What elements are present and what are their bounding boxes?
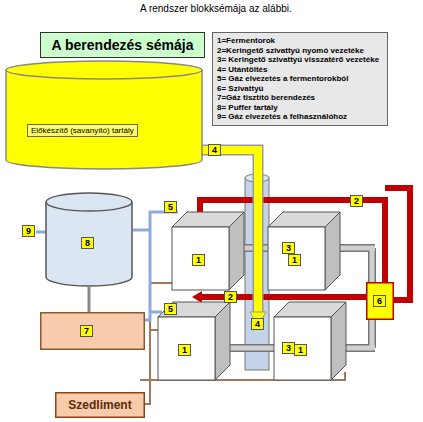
callout-number: 2 [350, 195, 363, 207]
preparation-tank: Előkészítő (savanyító) tartály [5, 60, 203, 170]
sediment-box: Szedliment [55, 392, 145, 418]
legend-text: 1=Fermentorok [217, 36, 275, 45]
callout-number: 1 [294, 344, 307, 356]
callout-number: 5 [164, 201, 177, 213]
callout-number: 1 [178, 344, 191, 356]
callout-number: 2 [224, 291, 237, 303]
node-label: Előkészítő (savanyító) tartály [27, 124, 138, 137]
pipe-connector [89, 287, 90, 312]
legend-text: 7=Gáz tisztító berendezés [217, 93, 315, 102]
cylinder-outline [5, 60, 203, 170]
gas-cleaner: 7 [40, 312, 145, 350]
legend-box: 1=Fermentorok2=Keringető szivattyú nyomó… [212, 32, 388, 126]
fermenter-cube [268, 212, 340, 290]
legend-text: 5= Gáz elvezetés a fermentorokból [217, 74, 348, 83]
fermenter-cube [172, 212, 244, 290]
legend-text: 4= Utántöltés [217, 65, 267, 74]
callout-number: 9 [22, 225, 35, 237]
legend-row: 6= Szivattyú [217, 84, 383, 94]
legend-row: 8= Puffer tartály [217, 103, 383, 113]
legend-row: 9= Gáz elvezetés a felhasználóhoz [217, 112, 383, 122]
fermenter-cube [274, 302, 346, 380]
callout-number: 4 [208, 144, 221, 156]
title-box: A berendezés sémája [40, 32, 205, 58]
fermenter: 1 [274, 302, 346, 380]
callout-number: 7 [80, 325, 93, 337]
pump: 6 [366, 282, 394, 320]
legend-row: 2=Keringető szivattyú nyomó vezetéke [217, 46, 383, 56]
legend-text: 6= Szivattyú [217, 84, 263, 93]
legend-row: 4= Utántöltés [217, 65, 383, 75]
legend-row: 5= Gáz elvezetés a fermentorokból [217, 74, 383, 84]
buffer-tank: 8 [45, 192, 133, 287]
legend-row: 7=Gáz tisztító berendezés [217, 93, 383, 103]
callout-number: 5 [164, 303, 177, 315]
legend-text: 3= Keringető szivattyú visszatérő vezeté… [217, 55, 379, 64]
title: A berendezés sémája [52, 37, 194, 53]
node-label: Szedliment [55, 392, 145, 418]
callout-number: 6 [373, 295, 386, 307]
callout-number: 3 [282, 342, 295, 354]
legend-row: 3= Keringető szivattyú visszatérő vezeté… [217, 55, 383, 65]
legend-text: 2=Keringető szivattyú nyomó vezetéke [217, 46, 364, 55]
callout-number: 1 [192, 254, 205, 266]
callout-number: 1 [288, 254, 301, 266]
caption-note: A rendszer blokksémája az alábbi. [140, 3, 292, 14]
legend-row: 1=Fermentorok [217, 36, 383, 46]
legend-text: 8= Puffer tartály [217, 103, 278, 112]
fermenter: 1 [172, 212, 244, 290]
callout-number: 4 [251, 318, 264, 330]
fermenter: 1 [268, 212, 340, 290]
legend-text: 9= Gáz elvezetés a felhasználóhoz [217, 112, 347, 121]
callout-number: 3 [282, 242, 295, 254]
callout-number: 8 [81, 237, 94, 249]
